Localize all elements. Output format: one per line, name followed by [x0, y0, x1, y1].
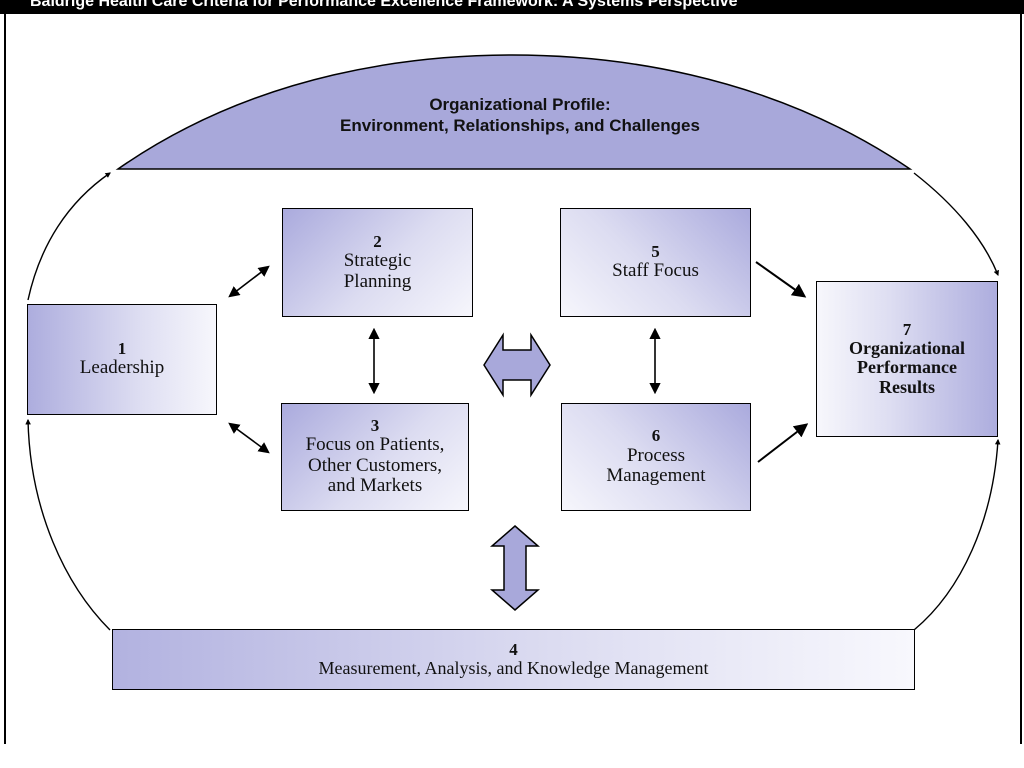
outer-arc-bottom-right	[913, 438, 1001, 631]
outer-frame	[4, 14, 1022, 744]
box-label: Measurement, Analysis, and Knowledge Man…	[318, 657, 709, 678]
box-number: 7	[902, 319, 912, 339]
arrow-leadership-strategy	[228, 265, 270, 298]
box-label: Leadership	[79, 357, 165, 379]
outer-arc-bottom-left	[25, 418, 111, 631]
box-performance-results: 7 Organizational Performance Results	[816, 281, 998, 437]
box-number: 2	[373, 231, 382, 251]
box-measurement-analysis: 4 Measurement, Analysis, and Knowledge M…	[112, 629, 915, 690]
profile-dome	[115, 54, 913, 170]
box-label: Focus on Patients, Other Customers, and …	[305, 434, 445, 497]
profile-line-1: Organizational Profile:	[429, 95, 611, 114]
box-number: 5	[651, 242, 660, 262]
big-vertical-arrow	[489, 525, 541, 611]
box-label: Process Management	[606, 444, 706, 487]
box-strategic-planning: 2 Strategic Planning	[282, 208, 473, 317]
box-staff-focus: 5 Staff Focus	[560, 208, 751, 317]
outer-arc-top-left	[27, 172, 111, 301]
box-number: 6	[651, 426, 661, 446]
arrow-process-results	[757, 423, 809, 463]
arrow-leadership-customers	[228, 422, 270, 454]
box-leadership: 1 Leadership	[27, 304, 217, 415]
box-number: 4	[509, 639, 518, 659]
box-label: Staff Focus	[612, 260, 699, 282]
organizational-profile-label: Organizational Profile: Environment, Rel…	[260, 94, 780, 137]
box-customer-focus: 3 Focus on Patients, Other Customers, an…	[281, 403, 469, 511]
big-horizontal-arrow	[483, 332, 551, 398]
profile-line-2: Environment, Relationships, and Challeng…	[340, 116, 700, 136]
box-number: 3	[370, 416, 380, 436]
box-label: Strategic Planning	[343, 250, 412, 292]
arrow-staff-results	[755, 261, 807, 298]
box-number: 1	[117, 339, 127, 359]
outer-arc-top-right	[913, 172, 999, 277]
header-bar: Baldrige Health Care Criteria for Perfor…	[0, 0, 1024, 14]
box-process-management: 6 Process Management	[561, 403, 751, 511]
header-title: Baldrige Health Care Criteria for Perfor…	[30, 0, 738, 10]
box-label: Organizational Performance Results	[849, 338, 965, 397]
